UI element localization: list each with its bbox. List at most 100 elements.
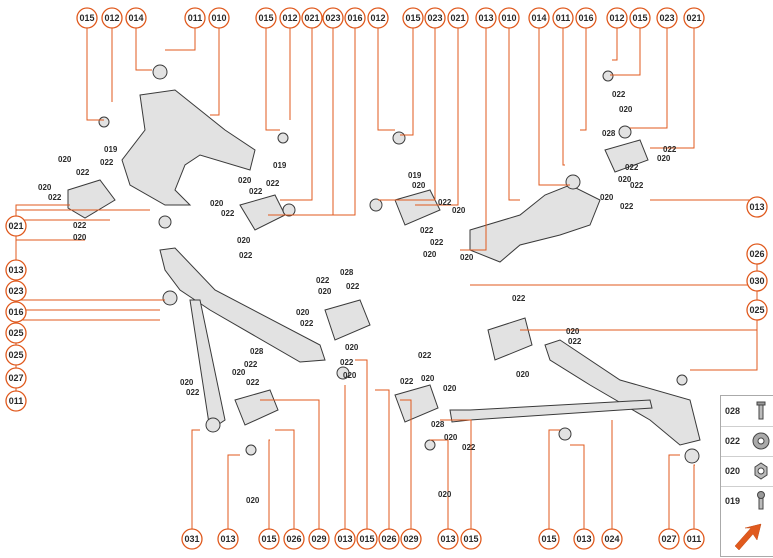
callout-circle (746, 196, 768, 218)
callout-label: 013 (478, 13, 493, 23)
callout: 012 (101, 7, 123, 29)
bushing (158, 215, 172, 229)
fastener-label: 020 (444, 433, 458, 442)
fastener-label: 022 (300, 319, 314, 328)
subframe-bracket-left (121, 89, 256, 206)
callout: 030 (746, 270, 768, 292)
bushing (245, 444, 257, 456)
fastener-label: 020 (600, 193, 614, 202)
callout-circle (334, 528, 356, 550)
callout-label: 015 (632, 13, 647, 23)
leader-line (355, 359, 368, 529)
leader-line (612, 28, 618, 61)
fastener-label: 020 (38, 183, 52, 192)
callout: 029 (308, 528, 330, 550)
leader-line (650, 197, 758, 201)
callout-circle (184, 7, 206, 29)
callout-label: 023 (427, 13, 442, 23)
callout-circle (322, 7, 344, 29)
fastener-label: 020 (73, 233, 87, 242)
callout: 013 (217, 528, 239, 550)
callout: 031 (181, 528, 203, 550)
nut-icon (754, 462, 768, 480)
mount-bracket-f (487, 317, 533, 361)
callout-circle (656, 7, 678, 29)
callout-circle (301, 7, 323, 29)
callout-circle (367, 7, 389, 29)
callout: 013 (5, 259, 27, 281)
callout-circle (5, 367, 27, 389)
next-page-arrow-icon[interactable] (721, 516, 773, 556)
leader-line (375, 389, 390, 529)
leader-line (275, 429, 295, 529)
callout-label: 027 (8, 373, 23, 383)
callout-circle (5, 259, 27, 281)
fastener-label: 028 (602, 129, 616, 138)
callout-circle (217, 528, 239, 550)
callout-label: 030 (749, 276, 764, 286)
callout-label: 021 (450, 13, 465, 23)
callout-circle (573, 528, 595, 550)
callout: 010 (498, 7, 520, 29)
callout-circle (5, 280, 27, 302)
mount-bracket-g (234, 389, 279, 426)
callout-circle (378, 528, 400, 550)
callout-label: 013 (440, 534, 455, 544)
callout: 015 (402, 7, 424, 29)
callout-label: 021 (304, 13, 319, 23)
bushing (565, 174, 581, 190)
fastener-label: 022 (418, 351, 432, 360)
callout: 015 (255, 7, 277, 29)
callout: 025 (5, 344, 27, 366)
leader-line (165, 28, 196, 51)
fastener-label: 020 (566, 327, 580, 336)
callout-circle (475, 7, 497, 29)
callout: 013 (334, 528, 356, 550)
leader-line (400, 28, 414, 136)
lower-control-arm-left (159, 247, 326, 363)
fastener-label: 028 (431, 420, 445, 429)
legend-code: 022 (725, 436, 741, 446)
callout-label: 026 (749, 249, 764, 259)
legend-code: 020 (725, 466, 741, 476)
leader-line (300, 28, 356, 216)
callout-circle (683, 528, 705, 550)
callout: 013 (746, 196, 768, 218)
callout: 015 (538, 528, 560, 550)
fastener-legend: 028 022 020 019 (720, 395, 773, 557)
callout-label: 016 (8, 307, 23, 317)
callout-circle (424, 7, 446, 29)
fastener-label: 019 (273, 161, 287, 170)
callout-circle (746, 299, 768, 321)
callout: 015 (629, 7, 651, 29)
callout: 027 (5, 367, 27, 389)
leader-line (538, 28, 570, 186)
callout-label: 011 (188, 13, 203, 23)
bushing (602, 70, 614, 82)
callout: 011 (683, 528, 705, 550)
callout: 023 (424, 7, 446, 29)
callout-circle (5, 390, 27, 412)
leader-line (15, 299, 165, 345)
callout-circle (601, 528, 623, 550)
callout-circle (460, 528, 482, 550)
legend-code: 028 (725, 406, 741, 416)
callout-label: 021 (8, 221, 23, 231)
leader-line (280, 28, 313, 201)
leader-line (520, 291, 758, 331)
fastener-label: 022 (400, 377, 414, 386)
callout: 021 (5, 215, 27, 237)
callout-circle (683, 7, 705, 29)
callout-circle (125, 7, 147, 29)
callout: 026 (283, 528, 305, 550)
callout: 027 (658, 528, 680, 550)
leader-line (377, 28, 395, 131)
legend-row: 022 (721, 426, 773, 457)
leader-line (15, 319, 160, 391)
callout-circle (258, 528, 280, 550)
callout-label: 026 (286, 534, 301, 544)
callout: 016 (5, 301, 27, 323)
callout-label: 029 (311, 534, 326, 544)
bushing (424, 439, 436, 451)
callout-label: 010 (501, 13, 516, 23)
